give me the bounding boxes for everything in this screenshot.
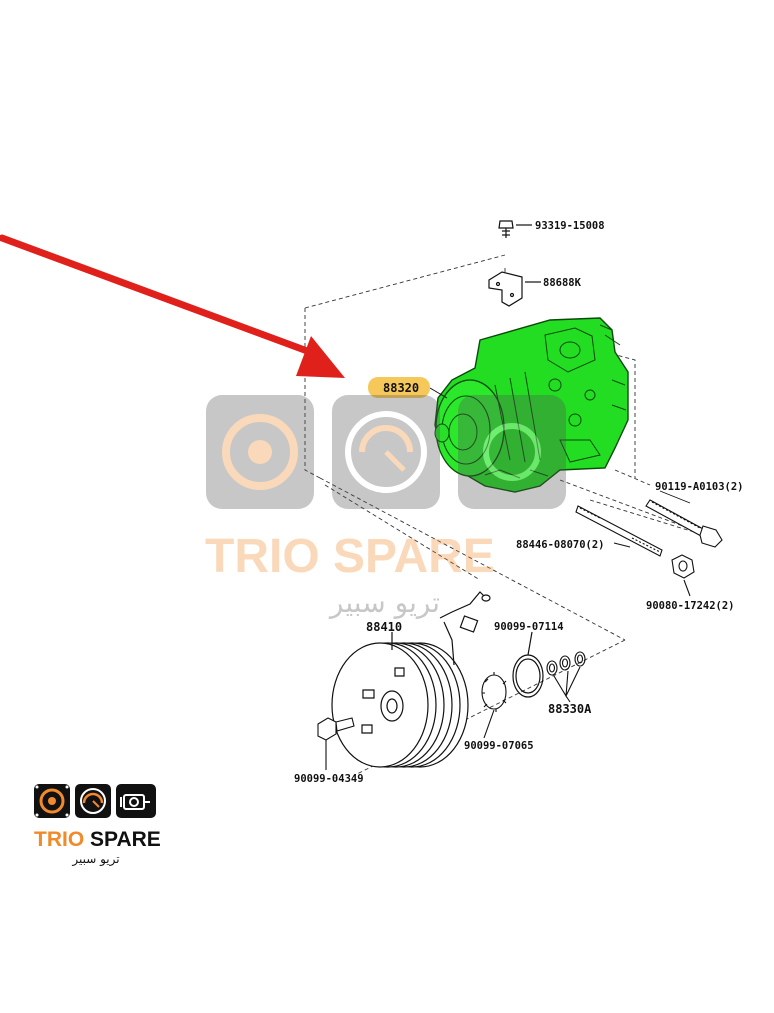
part-label-snap-ring-large: 90099-07114 xyxy=(494,621,564,633)
logo-name: TRIO xyxy=(34,828,90,851)
part-label-nut: 90080-17242(2) xyxy=(646,600,735,612)
long-bolt-part xyxy=(645,490,723,548)
snap-ring-large-part xyxy=(512,631,544,698)
stud-part xyxy=(575,505,663,557)
part-label-shims: 88330A xyxy=(548,702,592,716)
clutch-assembly-part xyxy=(331,591,491,768)
brake-disc-icon xyxy=(39,788,65,814)
logo-name-rest: SPARE xyxy=(90,828,161,851)
watermark-name-arabic: تريو سبير xyxy=(328,586,440,619)
brand-logo: TRIO SPARE تريو سبير xyxy=(34,784,161,867)
speedometer-icon xyxy=(80,788,106,814)
part-label-long-bolt: 90119-A0103(2) xyxy=(655,481,744,493)
snap-ring-small-part xyxy=(481,672,507,739)
watermark: TRIO SPARE تريو سبير xyxy=(205,395,566,619)
part-label-compressor: 88320 xyxy=(383,381,419,395)
logo-name-arabic: تريو سبير xyxy=(71,852,119,867)
part-label-clutch: 88410 xyxy=(366,620,402,634)
watermark-name: TRIO SPARE xyxy=(205,530,495,583)
top-bolt-part xyxy=(498,220,532,238)
center-bolt-part xyxy=(317,717,355,770)
part-label-snap-ring-small: 90099-07065 xyxy=(464,740,534,752)
shims-part xyxy=(546,651,586,703)
part-label-stud: 88446-08070(2) xyxy=(516,539,605,551)
bracket-part xyxy=(488,271,541,307)
red-arrow-icon xyxy=(0,234,345,378)
svg-text:TRIO SPARE: TRIO SPARE xyxy=(34,828,161,851)
compressor-part xyxy=(434,317,629,493)
part-label-top-bolt: 93319-15008 xyxy=(535,220,605,232)
engine-icon xyxy=(120,794,150,810)
compressor-label-tag xyxy=(368,377,430,398)
part-label-bracket: 88688K xyxy=(543,277,582,289)
compressor-leader-line xyxy=(429,387,448,399)
part-label-center-bolt: 90099-04349 xyxy=(294,773,364,785)
nut-part xyxy=(671,554,695,597)
